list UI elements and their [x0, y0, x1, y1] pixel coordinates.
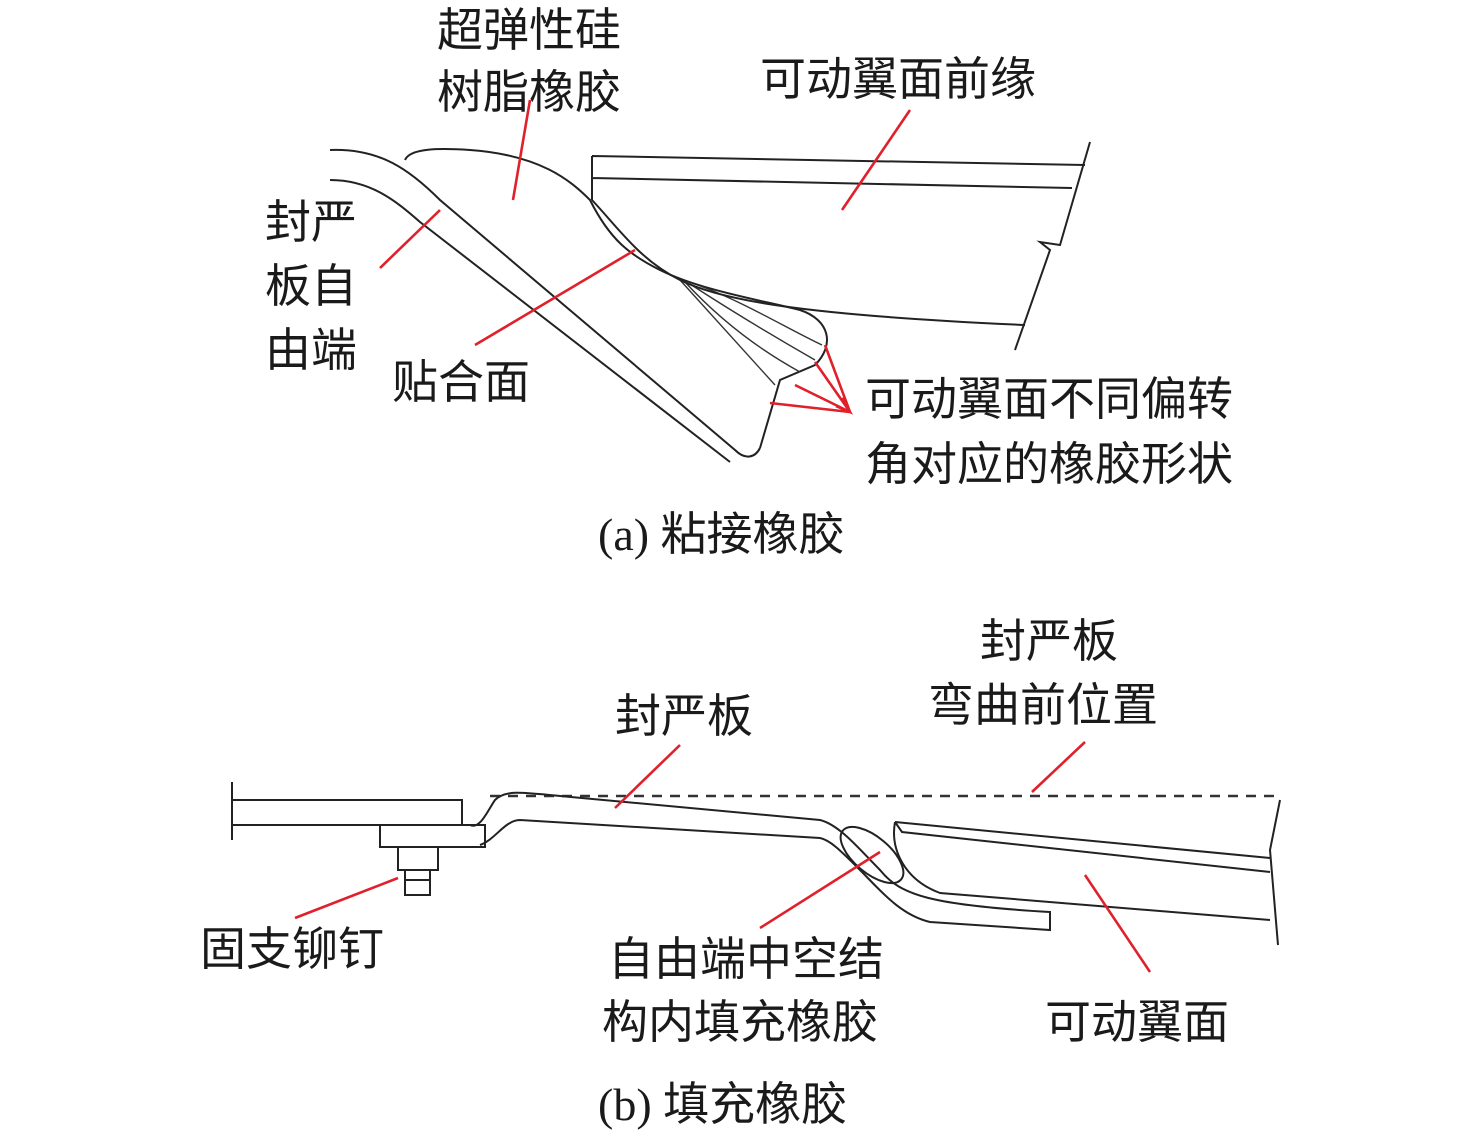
rubber-shape-3: [689, 283, 816, 361]
label-contact-surface: 贴合面: [392, 357, 530, 408]
label-seal-plate: 封严板: [615, 691, 753, 742]
label-movable-surface: 可动翼面: [1045, 997, 1229, 1048]
leader-rubber: [511, 99, 532, 201]
label-rubber-line1: 超弹性硅: [437, 5, 621, 56]
rivet-plate: [379, 824, 486, 848]
caption-b: (b) 填充橡胶: [598, 1079, 847, 1130]
leader-leading-edge: [840, 109, 912, 211]
rubber-shape-2: [684, 281, 801, 373]
leader-rivet: [294, 876, 399, 920]
rubber-shape-4: [699, 285, 823, 346]
label-filled-rubber-1: 自由端中空结: [608, 934, 884, 985]
seal-plate-a: [329, 148, 761, 458]
leading-edge-a: [591, 155, 1086, 326]
label-leading-edge: 可动翼面前缘: [760, 54, 1036, 105]
arrows-rubber-shapes: [769, 344, 854, 415]
rivet: [397, 847, 439, 896]
leader-seal-free-end: [379, 209, 441, 269]
panel-a-drawing: [329, 99, 1091, 463]
rubber-body-a: [404, 148, 828, 449]
label-seal-free-end-2: 板自: [265, 261, 357, 312]
label-shapes-2: 角对应的橡胶形状: [865, 439, 1233, 490]
movable-surface-b: [893, 799, 1281, 946]
leader-filled-rubber: [759, 850, 881, 930]
label-seal-free-end-3: 由端: [265, 325, 357, 376]
caption-a: (a) 粘接橡胶: [598, 509, 845, 560]
label-before-bend-2: 弯曲前位置: [928, 680, 1158, 731]
leader-movable-surface: [1083, 874, 1152, 973]
panel-b-drawing: [231, 741, 1281, 973]
leader-seal-plate: [614, 744, 681, 809]
rubber-shape-1: [679, 279, 776, 386]
filled-rubber: [839, 825, 905, 885]
label-rivet: 固支铆钉: [200, 924, 384, 975]
leader-contact-surface: [474, 248, 636, 347]
leader-pre-bend: [1031, 741, 1086, 793]
fixed-structure: [231, 782, 463, 840]
label-filled-rubber-2: 构内填充橡胶: [602, 997, 878, 1048]
label-shapes-1: 可动翼面不同偏转: [865, 374, 1233, 425]
seal-plate-a-inner: [329, 179, 731, 463]
label-before-bend-1: 封严板: [980, 616, 1118, 667]
label-seal-free-end-1: 封严: [265, 197, 357, 248]
seal-plate-b: [469, 791, 1051, 932]
label-rubber-line2: 树脂橡胶: [437, 67, 621, 118]
break-line-a: [1014, 141, 1091, 351]
